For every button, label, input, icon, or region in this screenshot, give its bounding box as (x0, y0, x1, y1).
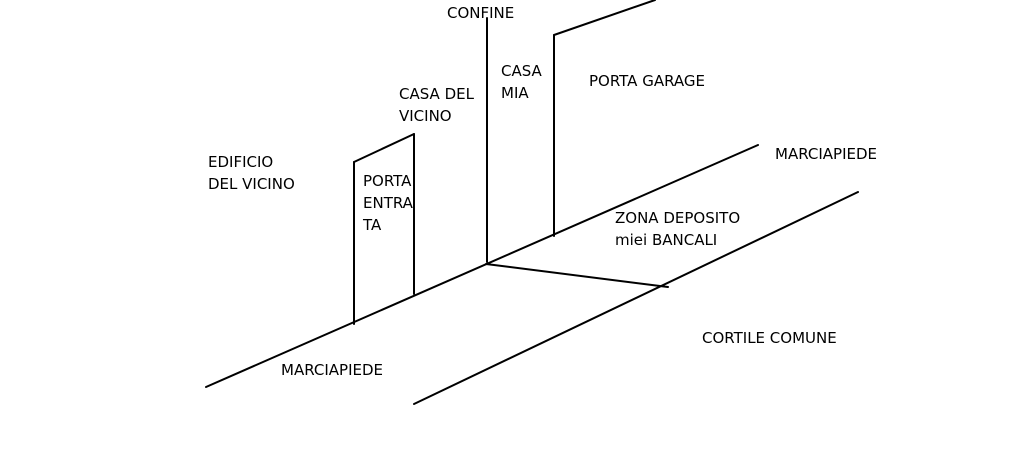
label-confine: CONFINE (447, 2, 514, 24)
label-casa-mia: CASA MIA (501, 60, 542, 104)
label-cortile-comune: CORTILE COMUNE (702, 327, 837, 349)
building-front-line (205, 144, 759, 388)
label-casa-del-vicino: CASA DEL VICINO (399, 83, 474, 127)
label-porta-entrata-line1: PORTA (363, 172, 412, 190)
label-porta-entrata: PORTA ENTRA TA (363, 170, 413, 236)
door-top-edge (353, 133, 415, 163)
label-marciapiede-bottom-text: MARCIAPIEDE (281, 361, 384, 379)
label-marciapiede-right-text: MARCIAPIEDE (775, 145, 878, 163)
label-confine-text: CONFINE (447, 4, 515, 22)
label-cortile-comune-text: CORTILE COMUNE (702, 329, 837, 347)
label-casa-del-vicino-line1: CASA DEL (399, 85, 474, 103)
label-porta-garage-text: PORTA GARAGE (589, 72, 706, 90)
label-marciapiede-right: MARCIAPIEDE (775, 143, 877, 165)
label-marciapiede-bottom: MARCIAPIEDE (281, 359, 383, 381)
label-casa-del-vicino-line2: VICINO (399, 107, 452, 125)
label-zona-deposito-line1: ZONA DEPOSITO (615, 209, 741, 227)
deposit-zone-line (485, 263, 669, 288)
label-casa-mia-line2: MIA (501, 84, 529, 102)
casa-mia-roof (553, 0, 656, 36)
label-edificio-line2: DEL VICINO (208, 175, 295, 193)
label-zona-deposito-line2: miei BANCALI (615, 231, 718, 249)
label-zona-deposito: ZONA DEPOSITO miei BANCALI (615, 207, 740, 251)
label-edificio-line1: EDIFICIO (208, 153, 274, 171)
label-edificio-del-vicino: EDIFICIO DEL VICINO (208, 151, 295, 195)
label-porta-garage: PORTA GARAGE (589, 70, 705, 92)
courtyard-edge-line (413, 191, 859, 405)
label-casa-mia-line1: CASA (501, 62, 542, 80)
label-porta-entrata-line2: ENTRA (363, 194, 413, 212)
label-porta-entrata-line3: TA (363, 216, 382, 234)
